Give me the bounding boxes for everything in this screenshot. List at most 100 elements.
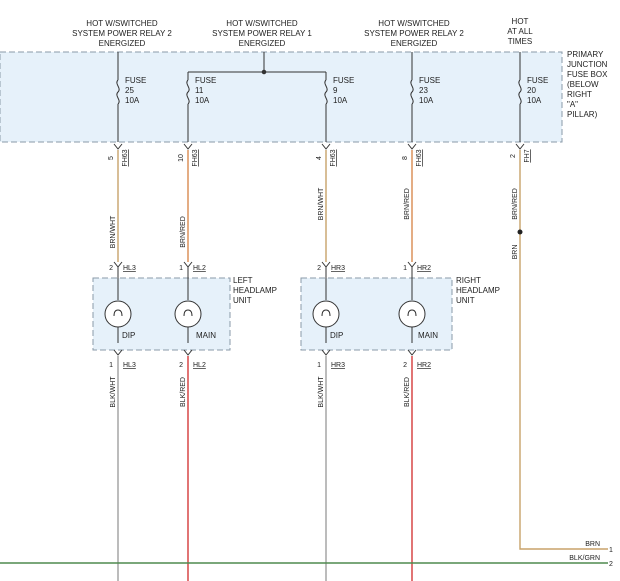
source-label-2-line-3: ENERGIZED (239, 39, 286, 48)
fuse-box-label-line-5: RIGHT (567, 90, 592, 99)
left-main-bottom-pin: 2 (179, 362, 183, 369)
left-main-bottom-connector: HL2 (193, 362, 206, 369)
source-label-3-line-3: ENERGIZED (391, 39, 438, 48)
fuse-20: FUSE 20 10A (518, 76, 548, 142)
connector-label-fh63-d: FH63 (416, 149, 423, 166)
left-dip-top-pin: 2 (109, 265, 113, 272)
right-headlamp-unit: RIGHT HEADLAMP UNIT 2 HR3 1 HR2 DIP MAIN (300, 261, 500, 369)
right-dip-bottom-pin: 1 (317, 362, 321, 369)
source-label-4-line-2: AT ALL (507, 27, 533, 36)
upper-wires (117, 150, 608, 550)
left-dip-top-connector: HL3 (123, 265, 136, 272)
continuation-brn-label: BRN (585, 541, 600, 548)
left-headlamp-unit: LEFT HEADLAMP UNIT 2 HL3 1 HL2 DIP MAIN (92, 261, 277, 369)
fuse-box-label-line-6: "A" (567, 100, 578, 109)
right-dip-bulb-icon (312, 300, 340, 343)
fuse-box-label-line-2: JUNCTION (567, 60, 608, 69)
fuse-box-label-line-4: (BELOW (567, 80, 599, 89)
source-label-4-line-3: TIMES (508, 37, 532, 46)
pin-label-fh63-5: 5 (108, 156, 115, 160)
right-dip-top-connector: HR3 (331, 265, 345, 272)
left-headlamp-title-line-1: LEFT (233, 276, 253, 285)
fuse-box-label: PRIMARY JUNCTION FUSE BOX (BELOW RIGHT "… (567, 50, 608, 119)
source-label-3: HOT W/SWITCHED SYSTEM POWER RELAY 2 ENER… (364, 19, 464, 48)
wire-splice-dot (517, 229, 523, 235)
source-label-3-line-2: SYSTEM POWER RELAY 2 (364, 29, 464, 38)
right-main-bottom-pin: 2 (403, 362, 407, 369)
fuse-20-rating: 10A (527, 96, 542, 105)
fuse-box (0, 51, 563, 143)
ground-bus: BRN 1 BLK/GRN 2 (0, 541, 613, 568)
connector-label-fh63-c: FH63 (330, 149, 337, 166)
left-headlamp-title-line-3: UNIT (233, 296, 252, 305)
right-main-bottom-connector: HR2 (417, 362, 431, 369)
fuse-23: FUSE 23 10A (410, 76, 440, 142)
source-label-1-line-2: SYSTEM POWER RELAY 2 (72, 29, 172, 38)
fuse-25-number: 25 (125, 86, 134, 95)
upper-wire-labels: BRN/WHT BRN/RED BRN/WHT BRN/RED BRN/RED … (110, 187, 519, 259)
left-headlamp-title-line-2: HEADLAMP (233, 286, 277, 295)
left-main-top-connector: HL2 (193, 265, 206, 272)
fuse-20-number: 20 (527, 86, 536, 95)
fuse-25-label: FUSE (125, 76, 146, 85)
fuse-11: FUSE 11 10A (186, 76, 216, 142)
source-label-2-line-1: HOT W/SWITCHED (226, 19, 298, 28)
right-headlamp-title-line-2: HEADLAMP (456, 286, 500, 295)
right-dip-label: DIP (330, 331, 343, 340)
wire-label-blk-wht-right: BLK/WHT (318, 376, 325, 408)
wire-label-brn-red-hot: BRN/RED (512, 188, 519, 220)
right-dip-top-pin: 2 (317, 265, 321, 272)
pin-label-fh63-8: 8 (402, 156, 409, 160)
fuse-23-label: FUSE (419, 76, 440, 85)
source-label-4: HOT AT ALL TIMES (507, 17, 533, 46)
left-main-label: MAIN (196, 331, 216, 340)
wire-label-blk-red-right: BLK/RED (404, 377, 411, 407)
fuse-9-rating: 10A (333, 96, 348, 105)
right-dip-bottom-connector: HR3 (331, 362, 345, 369)
right-main-top-pin: 1 (403, 265, 407, 272)
connector-label-fh63-b: FH63 (192, 149, 199, 166)
fuse-11-rating: 10A (195, 96, 210, 105)
fuse-25-rating: 10A (125, 96, 140, 105)
continuation-blk-grn-ref: 2 (609, 561, 613, 568)
source-label-1-line-1: HOT W/SWITCHED (86, 19, 158, 28)
fuse-9-number: 9 (333, 86, 338, 95)
lower-wire-labels: BLK/WHT BLK/RED BLK/WHT BLK/RED (110, 376, 411, 408)
right-headlamp-title-line-1: RIGHT (456, 276, 481, 285)
fuse-box-label-line-7: PILLAR) (567, 110, 598, 119)
source-label-1-line-3: ENERGIZED (99, 39, 146, 48)
left-main-bulb-icon (174, 300, 202, 343)
right-main-top-connector: HR2 (417, 265, 431, 272)
pin-label-fh7-2: 2 (510, 154, 517, 158)
source-label-2-line-2: SYSTEM POWER RELAY 1 (212, 29, 312, 38)
wire-label-blk-red-left: BLK/RED (180, 377, 187, 407)
left-main-top-pin: 1 (179, 265, 183, 272)
left-dip-bulb-icon (104, 300, 132, 343)
right-headlamp-title-line-3: UNIT (456, 296, 475, 305)
source-label-4-line-1: HOT (512, 17, 529, 26)
fuse-box-label-line-1: PRIMARY (567, 50, 604, 59)
fuse-25: FUSE 25 10A (116, 76, 146, 142)
fuse-9-label: FUSE (333, 76, 354, 85)
wire-label-blk-wht-left: BLK/WHT (110, 376, 117, 408)
wire-label-brn-hot: BRN (512, 245, 519, 260)
fuse-box-pin-labels: 5 FH63 10 FH63 4 FH63 8 FH63 2 FH7 (108, 149, 531, 166)
connector-label-fh7: FH7 (524, 149, 531, 162)
left-dip-label: DIP (122, 331, 135, 340)
connector-label-fh63-a: FH63 (122, 149, 129, 166)
source-label-1: HOT W/SWITCHED SYSTEM POWER RELAY 2 ENER… (72, 19, 172, 48)
source-label-3-line-1: HOT W/SWITCHED (378, 19, 450, 28)
left-dip-bottom-pin: 1 (109, 362, 113, 369)
fuse-box-label-line-3: FUSE BOX (567, 70, 608, 79)
wire-label-brn-wht-left: BRN/WHT (110, 215, 117, 248)
fuse-box-connectors (113, 143, 525, 150)
fuse-11-number: 11 (195, 86, 204, 95)
wire-label-brn-wht-right: BRN/WHT (318, 187, 325, 220)
wire-brn-to-ground (519, 150, 608, 550)
right-main-bulb-icon (398, 300, 426, 343)
fuse-20-label: FUSE (527, 76, 548, 85)
pin-label-fh63-10: 10 (178, 154, 185, 162)
continuation-blk-grn-label: BLK/GRN (569, 555, 600, 562)
continuation-brn-ref: 1 (609, 547, 613, 554)
